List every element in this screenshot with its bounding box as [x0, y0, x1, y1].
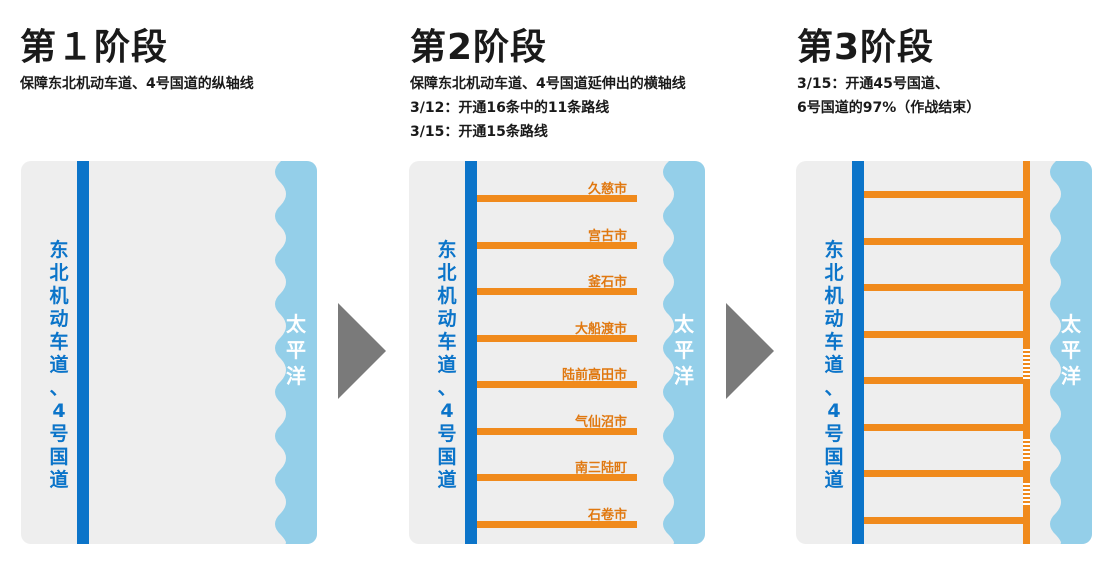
ocean-area: [1050, 161, 1092, 544]
ocean-shape: [275, 161, 317, 544]
stage-3-desc-line: 3/15：开通45号国道、: [797, 76, 949, 92]
expressway-line: [465, 161, 477, 544]
stage-1-description: 保障东北机动车道、4号国道的纵轴线: [20, 72, 254, 96]
ocean-shape: [1050, 161, 1092, 544]
ocean-area: [663, 161, 705, 544]
stage-3-desc-line: 6号国道的97%（作战结束）: [797, 100, 981, 116]
expressway-line: [77, 161, 89, 544]
stage-1-title: 第１阶段: [20, 27, 169, 68]
route-line: [477, 288, 637, 295]
stage-3-title: 第3阶段: [797, 27, 935, 68]
city-label: 南三陆町: [574, 461, 627, 476]
stage-2-title: 第2阶段: [410, 27, 548, 68]
city-label: 气仙沼市: [574, 414, 627, 430]
route-line: [864, 516, 1024, 524]
route-line: [477, 195, 637, 202]
stage-2-desc-line: 3/12：开通16条中的11条路线: [410, 100, 610, 116]
stage-3-description: 3/15：开通45号国道、 6号国道的97%（作战结束）: [797, 72, 980, 120]
route-line: [864, 330, 1024, 338]
route-line: [864, 377, 1024, 384]
city-label: 久慈市: [587, 182, 627, 197]
route-line: [477, 520, 637, 528]
route-line: [864, 237, 1024, 245]
ocean-label: 太平洋: [1061, 312, 1081, 388]
route-line: [477, 241, 637, 249]
arrow-right-icon: [338, 303, 386, 399]
city-label: 石卷市: [587, 507, 627, 523]
route-line: [477, 474, 637, 481]
stage-1-desc-line: 保障东北机动车道、4号国道的纵轴线: [20, 76, 254, 92]
route-line: [864, 284, 1024, 291]
expressway-line: [852, 161, 864, 544]
partial-section: [1023, 439, 1030, 461]
ocean-shape: [663, 161, 705, 544]
route-line: [477, 334, 637, 342]
city-label: 大船渡市: [574, 321, 627, 337]
route-line: [864, 423, 1024, 431]
route-line: [864, 470, 1024, 477]
route-line: [477, 427, 637, 435]
ocean-label: 太平洋: [286, 312, 306, 388]
stage-2-desc-line: 保障东北机动车道、4号国道延伸出的横轴线: [410, 76, 686, 92]
route-line: [477, 381, 637, 388]
arrow-right-icon: [726, 303, 774, 399]
route-line: [864, 191, 1024, 198]
partial-section: [1023, 483, 1030, 505]
city-label: 宫古市: [587, 228, 627, 244]
city-label: 陆前高田市: [561, 368, 627, 383]
city-label: 釜石市: [587, 275, 627, 290]
stage-2-description: 保障东北机动车道、4号国道延伸出的横轴线 3/12：开通16条中的11条路线 3…: [410, 72, 686, 144]
ocean-area: [275, 161, 317, 544]
stage-2-desc-line: 3/15：开通15条路线: [410, 124, 548, 140]
ocean-label: 太平洋: [674, 312, 694, 388]
partial-section: [1023, 349, 1030, 379]
